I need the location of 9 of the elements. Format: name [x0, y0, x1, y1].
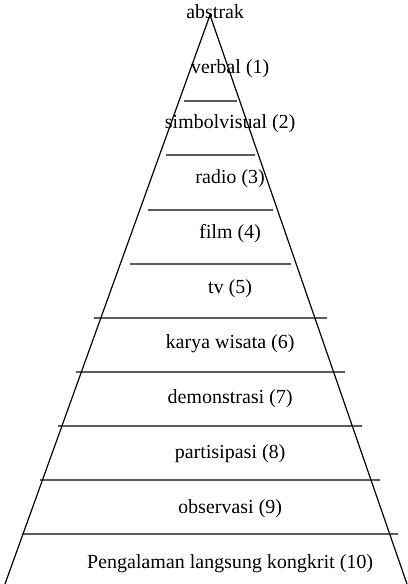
level-label: Pengalaman langsung kongkrit (10)	[86, 551, 374, 573]
level-label: partisipasi (8)	[174, 441, 286, 463]
level-label: radio (3)	[195, 166, 265, 188]
apex-label: abstrak	[186, 1, 244, 23]
level-label: demonstrasi (7)	[168, 386, 292, 408]
level-label: karya wisata (6)	[166, 331, 294, 353]
level-label: observasi (9)	[178, 496, 282, 518]
level-label: tv (5)	[208, 276, 252, 298]
level-label: film (4)	[199, 221, 261, 243]
